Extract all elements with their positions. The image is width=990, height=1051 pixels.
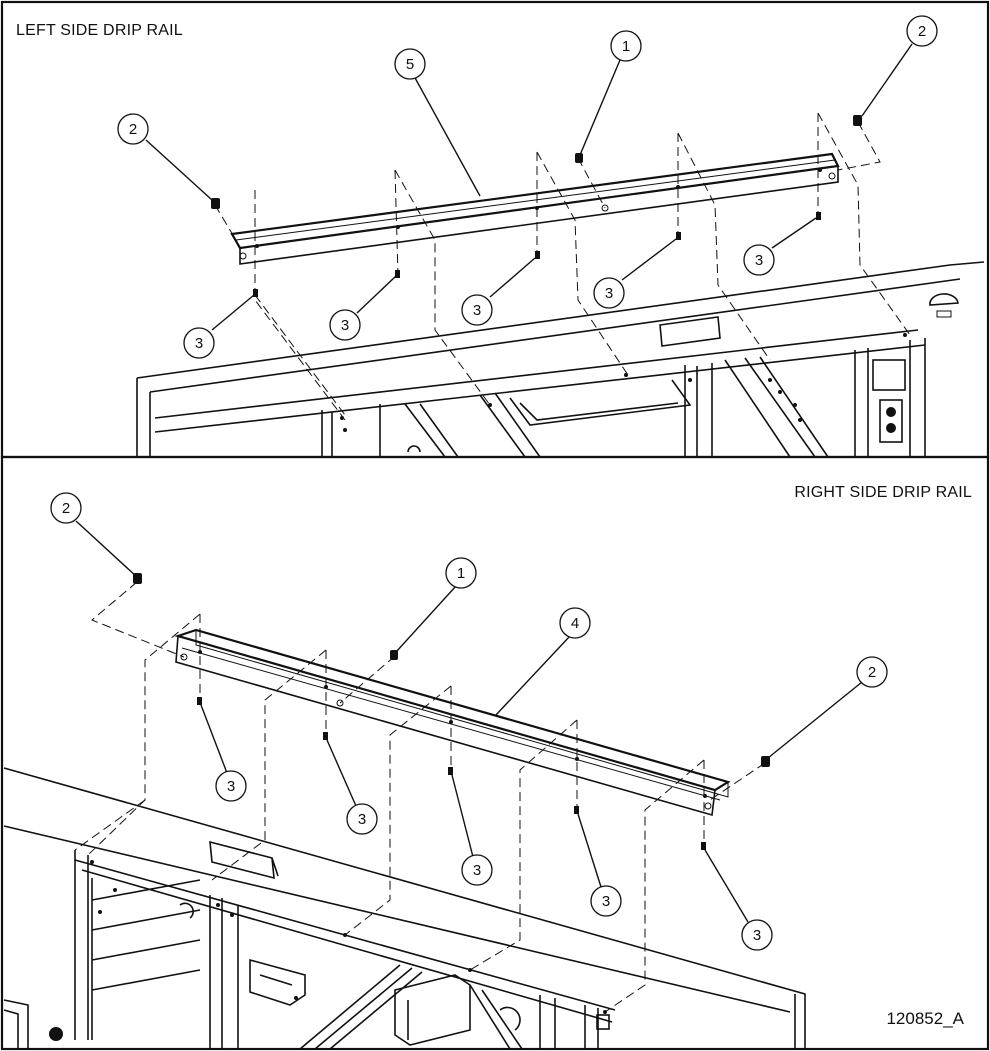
right-callout-bubble-2-right: 2	[856, 656, 888, 688]
callout-number: 1	[457, 565, 465, 582]
left-callout-bubble-1: 1	[610, 30, 642, 62]
right-callout-bubble-2-left: 2	[50, 492, 82, 524]
screw-icon	[676, 232, 681, 240]
screw-icon	[253, 289, 258, 297]
left-callout-bubble-2-right: 2	[906, 15, 938, 47]
left-callout-bubble-3: 3	[593, 277, 625, 309]
left-callout-bubble-2-left: 2	[117, 113, 149, 145]
drawing-number: 120852_A	[886, 1009, 964, 1028]
left-callout-bubble-3: 3	[183, 327, 215, 359]
callout-number: 4	[571, 615, 579, 632]
callout-number: 3	[755, 252, 763, 269]
callout-number: 2	[62, 500, 70, 517]
right-drip-rail	[174, 628, 731, 817]
callout-number: 2	[918, 23, 926, 40]
left-assembly-centerlines	[214, 112, 911, 421]
callout-number: 3	[195, 335, 203, 352]
screw-icon	[535, 251, 540, 259]
right-callout-bubble-3: 3	[590, 885, 622, 917]
callout-number: 2	[129, 121, 137, 138]
hex-bolt-icon	[211, 198, 220, 209]
callout-number: 3	[605, 285, 613, 302]
right-callout-bubble-3: 3	[741, 919, 773, 951]
right-callout-bubble-1: 1	[445, 557, 477, 589]
left-callout-bubble-5: 5	[394, 48, 426, 80]
callout-number: 2	[868, 664, 876, 681]
callout-number: 3	[602, 893, 610, 910]
screw-icon	[395, 270, 400, 278]
screw-icon	[448, 767, 453, 775]
callout-number: 3	[473, 302, 481, 319]
callout-number: 3	[227, 778, 235, 795]
right-fastener-screws	[133, 573, 770, 850]
left-callout-bubble-3: 3	[329, 309, 361, 341]
right-callout-bubble-3: 3	[346, 803, 378, 835]
left-callout-bubble-3: 3	[461, 294, 493, 326]
callout-number: 3	[341, 317, 349, 334]
screw-icon	[197, 697, 202, 705]
panel-title-left-drip-rail: LEFT SIDE DRIP RAIL	[16, 22, 183, 39]
screw-icon	[701, 842, 706, 850]
left-callout-leaders	[145, 43, 913, 331]
right-callout-bubble-3: 3	[215, 770, 247, 802]
screw-icon	[816, 212, 821, 220]
left-callout-bubble-3: 3	[743, 244, 775, 276]
callout-number: 3	[358, 811, 366, 828]
callout-number: 5	[406, 56, 414, 73]
right-assembly-centerlines	[74, 581, 766, 1013]
callout-number: 3	[473, 862, 481, 879]
left-cabinet-frame	[136, 261, 985, 458]
screw-icon	[574, 806, 579, 814]
callout-number: 3	[753, 927, 761, 944]
hex-bolt-icon	[575, 153, 583, 163]
left-fastener-screws	[211, 115, 862, 297]
right-callout-leaders	[75, 520, 863, 923]
right-callout-bubble-3: 3	[461, 854, 493, 886]
right-cabinet-frame	[3, 767, 806, 1050]
callout-number: 1	[622, 38, 630, 55]
right-callout-bubble-4: 4	[559, 607, 591, 639]
panel-title-right-drip-rail: RIGHT SIDE DRIP RAIL	[794, 484, 972, 501]
hex-bolt-icon	[761, 756, 770, 767]
bottom-panel-border	[0, 455, 990, 1051]
screw-icon	[323, 732, 328, 740]
hex-bolt-icon	[853, 115, 862, 126]
left-drip-rail	[230, 152, 840, 265]
hex-bolt-icon	[390, 650, 398, 660]
